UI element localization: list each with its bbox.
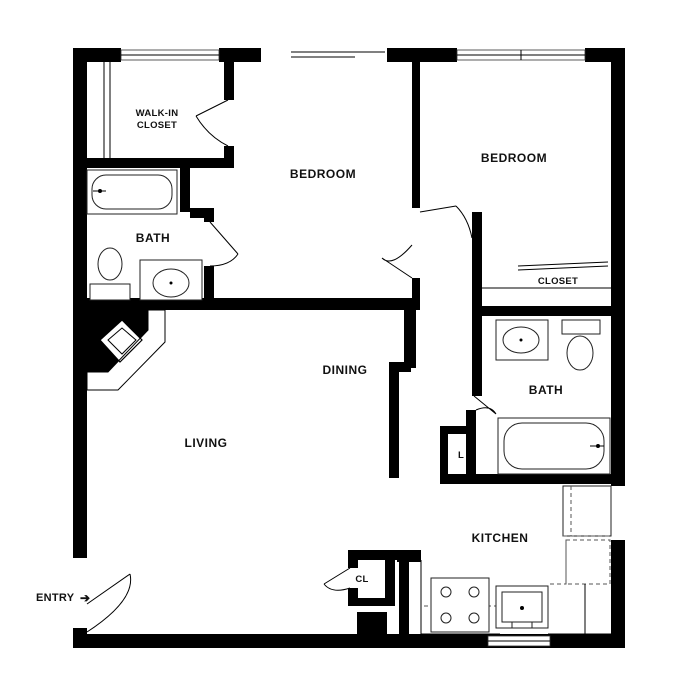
bedroom-1-label: BEDROOM [290,167,356,181]
interior-walls [86,58,611,636]
closet-label: CLOSET [538,276,578,287]
bath-2-label: BATH [529,383,563,397]
windows [120,49,586,647]
living-label: LIVING [184,436,227,450]
bedroom-2-label: BEDROOM [481,151,547,165]
dining-label: DINING [323,363,368,377]
kitchen-label: KITCHEN [472,531,529,545]
entry-label: ENTRY [36,592,75,604]
entry-arrow-icon: ➔ [80,591,90,605]
fixtures [86,169,612,635]
walk-in-closet-label-line2: CLOSET [137,120,177,131]
linen-label: L [458,450,464,461]
walk-in-closet-label-line1: WALK-IN [136,108,179,119]
doors [86,99,609,633]
closet-cl-label: CL [355,574,368,585]
bath-1-label: BATH [136,231,170,245]
